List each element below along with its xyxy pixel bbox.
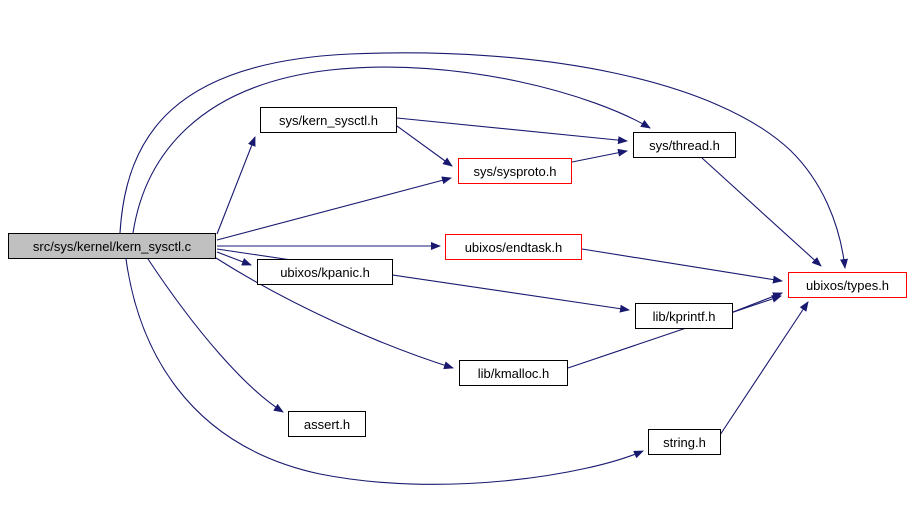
node-sys-thread-h[interactable]: sys/thread.h <box>633 132 736 158</box>
node-sys-sysproto-h[interactable]: sys/sysproto.h <box>458 158 572 184</box>
edge-src-sys-kernel-kern-sysctl-c-to-ubixos-kpanic-h <box>216 251 252 266</box>
node-lib-kmalloc-h[interactable]: lib/kmalloc.h <box>459 360 568 386</box>
edge-src-sys-kernel-kern-sysctl-c-to-string-h <box>125 258 644 485</box>
edge-sys-thread-h-to-ubixos-types-h <box>701 157 822 267</box>
edge-string-h-to-ubixos-types-h <box>719 301 809 436</box>
edge-src-sys-kernel-kern-sysctl-c-to-ubixos-types-h <box>119 52 848 269</box>
edge-src-sys-kernel-kern-sysctl-c-to-lib-kmalloc-h <box>215 257 454 370</box>
node-sys-kern-sysctl-h[interactable]: sys/kern_sysctl.h <box>260 107 397 133</box>
node-assert-h[interactable]: assert.h <box>288 411 366 437</box>
node-src-sys-kernel-kern-sysctl-c: src/sys/kernel/kern_sysctl.c <box>8 233 216 259</box>
edge-lib-kprintf-h-to-ubixos-types-h <box>732 292 783 313</box>
edge-sys-kern-sysctl-h-to-sys-thread-h <box>396 117 628 145</box>
node-string-h[interactable]: string.h <box>648 429 721 455</box>
edge-src-sys-kernel-kern-sysctl-c-to-sys-thread-h <box>132 66 651 234</box>
edge-sys-kern-sysctl-h-to-sys-sysproto-h <box>396 125 453 167</box>
edge-src-sys-kernel-kern-sysctl-c-to-sys-sysproto-h <box>216 176 452 241</box>
edges-group <box>119 52 848 485</box>
node-ubixos-kpanic-h[interactable]: ubixos/kpanic.h <box>257 259 393 285</box>
edge-lib-kmalloc-h-to-ubixos-types-h <box>567 295 782 369</box>
edge-src-sys-kernel-kern-sysctl-c-to-assert-h <box>147 258 284 413</box>
node-ubixos-types-h[interactable]: ubixos/types.h <box>788 272 907 298</box>
edge-src-sys-kernel-kern-sysctl-c-to-sys-kern-sysctl-h <box>216 136 256 235</box>
edge-sys-sysproto-h-to-sys-thread-h <box>571 148 628 163</box>
edge-ubixos-endtask-h-to-ubixos-types-h <box>581 248 783 284</box>
node-lib-kprintf-h[interactable]: lib/kprintf.h <box>635 303 733 329</box>
node-ubixos-endtask-h[interactable]: ubixos/endtask.h <box>445 234 582 260</box>
